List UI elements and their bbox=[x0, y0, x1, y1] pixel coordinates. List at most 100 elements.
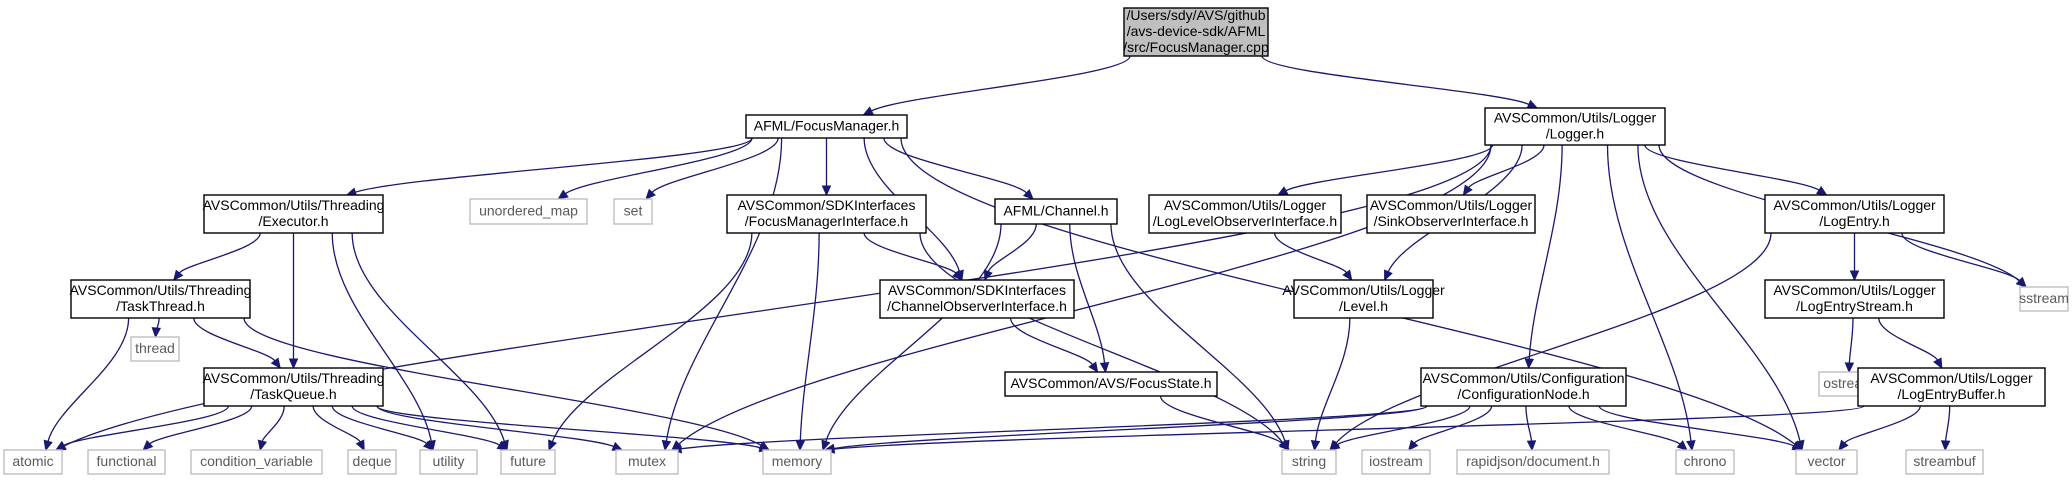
node-level-h[interactable]: AVSCommon/Utils/Logger/Level.h bbox=[1282, 279, 1445, 319]
edge-line bbox=[155, 317, 160, 330]
node-iostream: iostream bbox=[1361, 449, 1431, 475]
edge-channel_h-to-coi_h bbox=[983, 223, 1037, 282]
edge-arrowhead bbox=[795, 440, 806, 452]
node-llo-h[interactable]: AVSCommon/Utils/Logger/LogLevelObserverI… bbox=[1148, 194, 1342, 234]
node-channel-h[interactable]: AFML/Channel.h bbox=[994, 198, 1118, 225]
node-box bbox=[203, 367, 384, 407]
edge-line bbox=[1009, 317, 1094, 366]
node-label: AVSCommon/SDKInterfaces bbox=[888, 282, 1066, 298]
edge-tasktread_h-to-taskqueue_h bbox=[193, 317, 281, 369]
node-deque: deque bbox=[347, 449, 397, 475]
edge-line bbox=[863, 232, 957, 274]
node-label: AVSCommon/AVS/FocusState.h bbox=[1010, 375, 1211, 391]
node-streambuf: streambuf bbox=[1905, 449, 1984, 475]
node-confignode-h[interactable]: AVSCommon/Utils/Configuration/Configurat… bbox=[1420, 367, 1627, 407]
edge-arrowhead bbox=[1342, 269, 1353, 282]
edge-arrowhead bbox=[151, 327, 162, 339]
node-root[interactable]: /Users/sdy/AVS/github/avs-device-sdk/AFM… bbox=[1123, 7, 1269, 57]
node-logger-h[interactable]: AVSCommon/Utils/Logger/Logger.h bbox=[1484, 107, 1666, 146]
edge-fmi_h-to-coi_h bbox=[863, 232, 963, 281]
edge-line bbox=[1413, 405, 1493, 444]
edge-line bbox=[551, 232, 753, 442]
node-label: future bbox=[510, 453, 546, 469]
node-box bbox=[87, 449, 166, 475]
node-box bbox=[130, 336, 180, 362]
edge-line bbox=[1644, 144, 1820, 191]
node-taskqueue-h[interactable]: AVSCommon/Utils/Threading/TaskQueue.h bbox=[203, 367, 385, 407]
node-label: utility bbox=[433, 453, 465, 469]
edge-line bbox=[833, 405, 1865, 450]
edge-tasktread_h-to-thread bbox=[151, 317, 162, 339]
node-label: set bbox=[624, 203, 643, 219]
edge-arrowhead bbox=[422, 439, 434, 451]
node-box bbox=[203, 194, 384, 234]
edge-coi_h-to-focusstate_h bbox=[1009, 317, 1099, 374]
edge-logger_h-to-confignode_h bbox=[1524, 144, 1563, 370]
node-coi-h[interactable]: AVSCommon/SDKInterfaces/ChannelObserverI… bbox=[879, 279, 1075, 319]
node-label: AFML/Channel.h bbox=[1003, 203, 1108, 219]
edge-arrowhead bbox=[54, 441, 67, 451]
edge-arrowhead bbox=[2015, 276, 2027, 288]
node-box bbox=[1764, 194, 1945, 234]
node-box bbox=[347, 449, 397, 475]
edge-taskqueue_h-to-condition_variable bbox=[257, 405, 285, 452]
edge-arrowhead bbox=[288, 358, 299, 370]
node-label: /Logger.h bbox=[1546, 126, 1604, 142]
node-label: AVSCommon/Utils/Logger bbox=[1773, 282, 1936, 298]
edge-root-to-focusmanager_h bbox=[862, 55, 1131, 116]
edge-line bbox=[1110, 223, 1286, 442]
edge-line bbox=[883, 137, 1027, 194]
node-box bbox=[745, 114, 908, 139]
node-box bbox=[1795, 449, 1858, 475]
edge-arrowhead bbox=[1310, 440, 1321, 452]
edge-line bbox=[665, 137, 783, 442]
edge-channel_h-to-string bbox=[1110, 223, 1290, 452]
node-label: unordered_map bbox=[479, 203, 578, 219]
edge-arrowhead bbox=[1815, 185, 1828, 196]
edge-line bbox=[1944, 405, 1951, 442]
node-label: chrono bbox=[1684, 453, 1727, 469]
node-fmi-h[interactable]: AVSCommon/SDKInterfaces/FocusManagerInte… bbox=[726, 194, 927, 234]
edge-les_h-to-leb_h bbox=[1878, 317, 1943, 370]
edge-line bbox=[351, 405, 500, 446]
node-label: AVSCommon/Utils/Configuration bbox=[1422, 370, 1624, 386]
node-tasktread-h[interactable]: AVSCommon/Utils/Threading/TaskThread.h bbox=[70, 279, 252, 319]
node-focusmanager-h[interactable]: AFML/FocusManager.h bbox=[745, 114, 908, 139]
edge-line bbox=[799, 232, 820, 442]
node-label: /LogLevelObserverInterface.h bbox=[1153, 213, 1337, 229]
node-box bbox=[1675, 449, 1735, 475]
edge-line bbox=[1901, 232, 2021, 282]
node-label: iostream bbox=[1369, 453, 1423, 469]
edge-confignode_h-to-iostream bbox=[1407, 405, 1493, 451]
node-focusstate-h[interactable]: AVSCommon/AVS/FocusState.h bbox=[1004, 371, 1218, 397]
node-string: string bbox=[1281, 449, 1337, 475]
edge-line bbox=[987, 223, 1037, 272]
edge-line bbox=[1261, 55, 1530, 105]
edge-arrowhead bbox=[1686, 440, 1696, 452]
node-logentry-h[interactable]: AVSCommon/Utils/Logger/LogEntry.h bbox=[1764, 194, 1945, 234]
node-executor-h[interactable]: AVSCommon/Utils/Threading/Executor.h bbox=[203, 194, 385, 234]
edge-confignode_h-to-vector bbox=[1598, 405, 1804, 451]
node-label: AVSCommon/Utils/Threading bbox=[203, 370, 385, 386]
node-label: /Level.h bbox=[1339, 298, 1388, 314]
node-future: future bbox=[500, 449, 556, 475]
edge-logentry_h-to-sstream bbox=[1901, 232, 2027, 288]
edge-arrowhead bbox=[1099, 362, 1110, 374]
node-label: vector bbox=[1807, 453, 1845, 469]
node-leb-h[interactable]: AVSCommon/Utils/Logger/LogEntryBuffer.h bbox=[1857, 367, 2046, 407]
edge-line bbox=[1598, 405, 1795, 447]
edge-line bbox=[178, 232, 261, 274]
edge-taskqueue_h-to-future bbox=[351, 405, 509, 451]
node-soi-h[interactable]: AVSCommon/Utils/Logger/SinkObserverInter… bbox=[1366, 194, 1536, 234]
node-label: /Users/sdy/AVS/github bbox=[1126, 7, 1265, 23]
node-les-h[interactable]: AVSCommon/Utils/Logger/LogEntryStream.h bbox=[1764, 279, 1945, 319]
edge-arrowhead bbox=[1329, 440, 1341, 451]
node-box bbox=[2019, 286, 2069, 312]
edge-line bbox=[149, 405, 253, 445]
edge-line bbox=[1528, 144, 1563, 360]
edge-line bbox=[1606, 144, 1692, 442]
node-atomic: atomic bbox=[3, 449, 63, 475]
node-label: /LogEntryBuffer.h bbox=[1898, 386, 2006, 402]
edge-arrowhead bbox=[862, 106, 875, 116]
edge-fmi_h-to-future bbox=[548, 232, 753, 452]
